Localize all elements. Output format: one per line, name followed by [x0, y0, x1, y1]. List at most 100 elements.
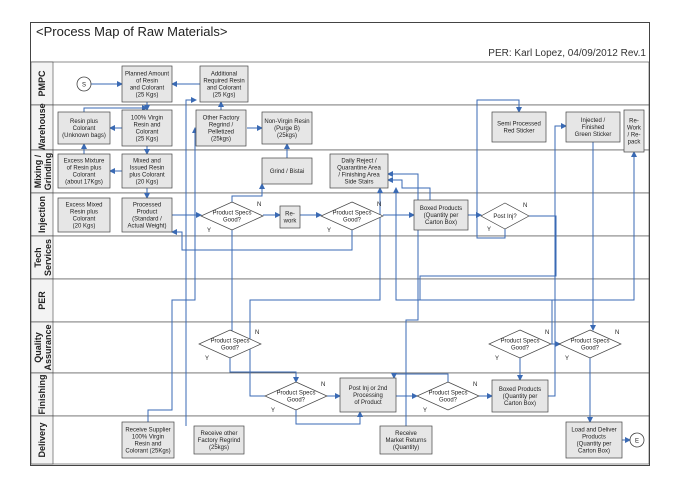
connector-arrow [249, 187, 383, 397]
box-label: Daily Reject / [341, 159, 377, 165]
box-label: (Quantity per [424, 213, 459, 219]
box-shape [57, 197, 111, 233]
box-label: Excess Mixed [65, 203, 102, 209]
box-label: Resin and [134, 442, 161, 448]
connector-arrow [387, 171, 419, 426]
box-shape [121, 197, 173, 233]
box-label: (25kgs) [209, 445, 229, 451]
branch-no-label: N [473, 382, 477, 388]
box-label: Required Resin [203, 79, 244, 85]
box-label: work [283, 219, 298, 225]
decision-diamond [320, 201, 384, 231]
lane-label-line: Quality [33, 332, 43, 363]
box-label: Work [627, 126, 642, 132]
branch-yes-label: Y [205, 356, 209, 362]
box-label: Colorant [73, 126, 96, 132]
decision-label: Product Specs [428, 391, 467, 397]
box-label: Planned Amount [125, 72, 169, 78]
box-shape [121, 109, 173, 147]
box-label: (25kgs) [277, 133, 297, 139]
box-label: Colorant [73, 173, 96, 179]
box-shape [121, 421, 175, 459]
connector-arrow [391, 373, 449, 382]
connector-arrow [147, 127, 198, 422]
lane-header [30, 415, 54, 465]
decision-diamond [416, 381, 480, 411]
box-label: Grind / Bistai [270, 169, 304, 175]
box-shape [339, 377, 397, 413]
box-label: Re- [285, 212, 295, 218]
box-shape [329, 153, 389, 189]
box-label: Product [137, 210, 158, 216]
branch-no-label: N [321, 382, 325, 388]
box-label: Resin plus [70, 119, 98, 125]
lane-label: QualityAssurance [33, 324, 53, 370]
lane-label: PMPC [37, 70, 47, 97]
box-label: 100% Virgin [131, 116, 163, 122]
process-box-rework-repack: Re-Work/ Re-pack [623, 109, 645, 153]
decision-label: Product Specs [500, 339, 539, 345]
box-label: Carton Box) [504, 401, 536, 407]
branch-yes-label: Y [327, 228, 331, 234]
branch-no-label: N [545, 330, 549, 336]
connector-arrow [185, 97, 197, 426]
branch-yes-label: Y [565, 356, 569, 362]
decision-diamond [558, 329, 622, 359]
box-label: Re- [629, 119, 639, 125]
box-label: (Standard / [132, 217, 162, 223]
box-label: Post Inj or 2nd [349, 386, 388, 392]
box-label: Mixed and [133, 159, 161, 165]
box-label: of Product [354, 400, 382, 406]
decision-label: Product Specs [332, 211, 371, 217]
process-box-rework: Re-work [279, 205, 301, 229]
box-shape [193, 425, 245, 455]
box-label: plus Colorant [129, 173, 165, 179]
box-label: Issued Resin [130, 166, 165, 172]
lane-label-line: Services [43, 239, 53, 276]
box-label: (Quantity) [393, 445, 419, 451]
box-label: (25 Kgs) [136, 93, 159, 99]
box-label: Finished [582, 125, 605, 131]
box-label: (Quantity per [503, 394, 538, 400]
decision-label: Product Specs [212, 211, 251, 217]
lane-label-line: Assurance [43, 324, 53, 370]
box-label: Colorant [73, 217, 96, 223]
connector-arrow [231, 183, 265, 202]
diagram-title: <Process Map of Raw Materials> [36, 24, 228, 39]
box-label: Resin and [133, 123, 160, 129]
box-shape [261, 111, 313, 145]
box-label: (20 Kgs) [136, 180, 159, 186]
box-label: Products [582, 435, 606, 441]
connector-arrow [419, 151, 637, 301]
terminal-end: E [629, 432, 645, 448]
decision-post-inj: Post Inj?NY [480, 202, 530, 233]
box-label: / Re- [627, 133, 640, 139]
box-label: Pelletized [208, 130, 234, 136]
connector-arrow [83, 105, 148, 112]
box-label: Processing [353, 393, 383, 399]
lane-label-line: Mixing / [33, 154, 43, 188]
box-label: Market Returns [385, 438, 426, 444]
box-shape [195, 109, 247, 147]
author-revision: PER: Karl Lopez, 04/09/2012 Rev.1 [488, 48, 646, 59]
process-box-grind-bistai: Grind / Bistai [261, 157, 313, 185]
box-label: / Finishing Area [338, 173, 380, 179]
decision-diamond [264, 381, 328, 411]
lane-label: Finishing [37, 375, 47, 415]
box-shape [261, 157, 313, 185]
